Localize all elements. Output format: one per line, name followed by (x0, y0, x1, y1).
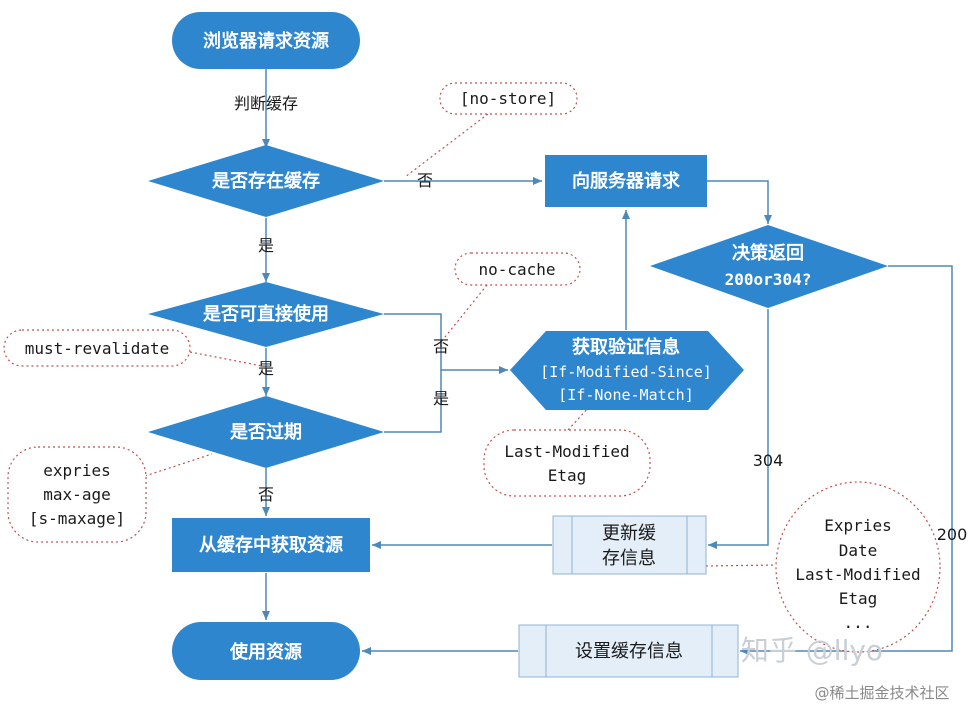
label-no-expired: 否 (258, 485, 274, 504)
note-headers-text-3: Last-Modified (795, 565, 920, 584)
edge-direct-no-to-validation (384, 313, 508, 374)
check-exist-label: 是否存在缓存 (211, 170, 320, 192)
decide-label-1: 决策返回 (732, 242, 804, 264)
connector-lastmod (567, 405, 591, 431)
note-headers-text-1: Expries (824, 516, 891, 535)
note-lastmod-text-2: Etag (548, 466, 587, 485)
use-resource-node: 使用资源 (172, 622, 360, 680)
note-expires-text-2: max-age (43, 485, 110, 504)
label-yes-exist: 是 (258, 236, 274, 255)
note-expires: expries max-age [s-maxage] (7, 446, 147, 543)
note-headers: Expries Date Last-Modified Etag ... (775, 481, 941, 653)
label-yes-direct: 是 (258, 359, 274, 378)
label-judge-cache: 判断缓存 (234, 94, 298, 113)
note-headers-text-2: Date (839, 541, 878, 560)
note-headers-text-4: Etag (839, 589, 878, 608)
note-lastmod: Last-Modified Etag (483, 429, 651, 497)
server-request-box: 向服务器请求 (545, 155, 707, 207)
connector-must-revalidate (189, 351, 263, 367)
edge-server-to-decide (707, 180, 772, 224)
decide-diamond: 决策返回 200or304? (650, 225, 888, 308)
expired-label: 是否过期 (229, 421, 302, 443)
edge-labels: 判断缓存 否 是 否 是 是 否 304 200 (234, 94, 967, 544)
note-connectors (144, 113, 779, 567)
start-node: 浏览器请求资源 (172, 12, 360, 69)
set-cache-label: 设置缓存信息 (575, 641, 683, 662)
from-cache-box: 从缓存中获取资源 (172, 518, 370, 572)
watermark-zhihu: 知乎 @llyo (741, 634, 883, 667)
update-cache-label-2: 存信息 (602, 548, 656, 569)
edge-expired-yes-to-validation (384, 370, 442, 433)
watermark-juejin: @稀土掘金技术社区 (814, 684, 949, 702)
note-expires-text-3: [s-maxage] (29, 509, 125, 528)
edge-decide-304-to-update (708, 309, 769, 549)
connector-no-store (404, 113, 489, 178)
note-no-store-text: [no-store] (460, 89, 556, 108)
note-must-revalidate: must-revalidate (3, 329, 191, 367)
set-cache-box: 设置缓存信息 (518, 624, 739, 678)
label-yes-expired: 是 (433, 389, 449, 408)
label-200: 200 (937, 525, 968, 544)
note-no-store: [no-store] (439, 82, 578, 115)
get-validation-hexagon: 获取验证信息 [If-Modified-Since] [If-None-Matc… (510, 331, 744, 410)
server-request-label: 向服务器请求 (572, 170, 681, 192)
update-cache-label-1: 更新缓 (602, 523, 656, 544)
get-validation-label-2: [If-Modified-Since] (540, 363, 712, 381)
from-cache-label: 从缓存中获取资源 (199, 534, 343, 556)
label-no-direct: 否 (433, 337, 449, 356)
note-must-revalidate-text: must-revalidate (25, 339, 170, 358)
note-no-cache: no-cache (454, 252, 581, 286)
label-no-exist: 否 (417, 171, 433, 190)
update-cache-box: 更新缓 存信息 (552, 515, 707, 575)
direct-use-label: 是否可直接使用 (202, 303, 329, 325)
note-lastmod-text-1: Last-Modified (504, 442, 629, 461)
get-validation-label-1: 获取验证信息 (572, 336, 680, 358)
label-304: 304 (753, 451, 784, 470)
decide-label-2: 200or304? (725, 270, 812, 289)
note-headers-text-5: ... (844, 613, 873, 632)
note-expires-text-1: expries (43, 461, 110, 480)
start-node-label: 浏览器请求资源 (203, 30, 329, 52)
expired-diamond: 是否过期 (148, 396, 384, 468)
get-validation-label-3: [If-None-Match] (558, 386, 693, 404)
check-exist-diamond: 是否存在缓存 (148, 145, 384, 217)
connector-headers (704, 564, 779, 567)
direct-use-diamond: 是否可直接使用 (148, 282, 384, 347)
connector-no-cache (440, 284, 488, 343)
note-no-cache-text: no-cache (478, 260, 555, 279)
use-resource-label: 使用资源 (229, 641, 302, 663)
connector-expires (144, 453, 213, 477)
